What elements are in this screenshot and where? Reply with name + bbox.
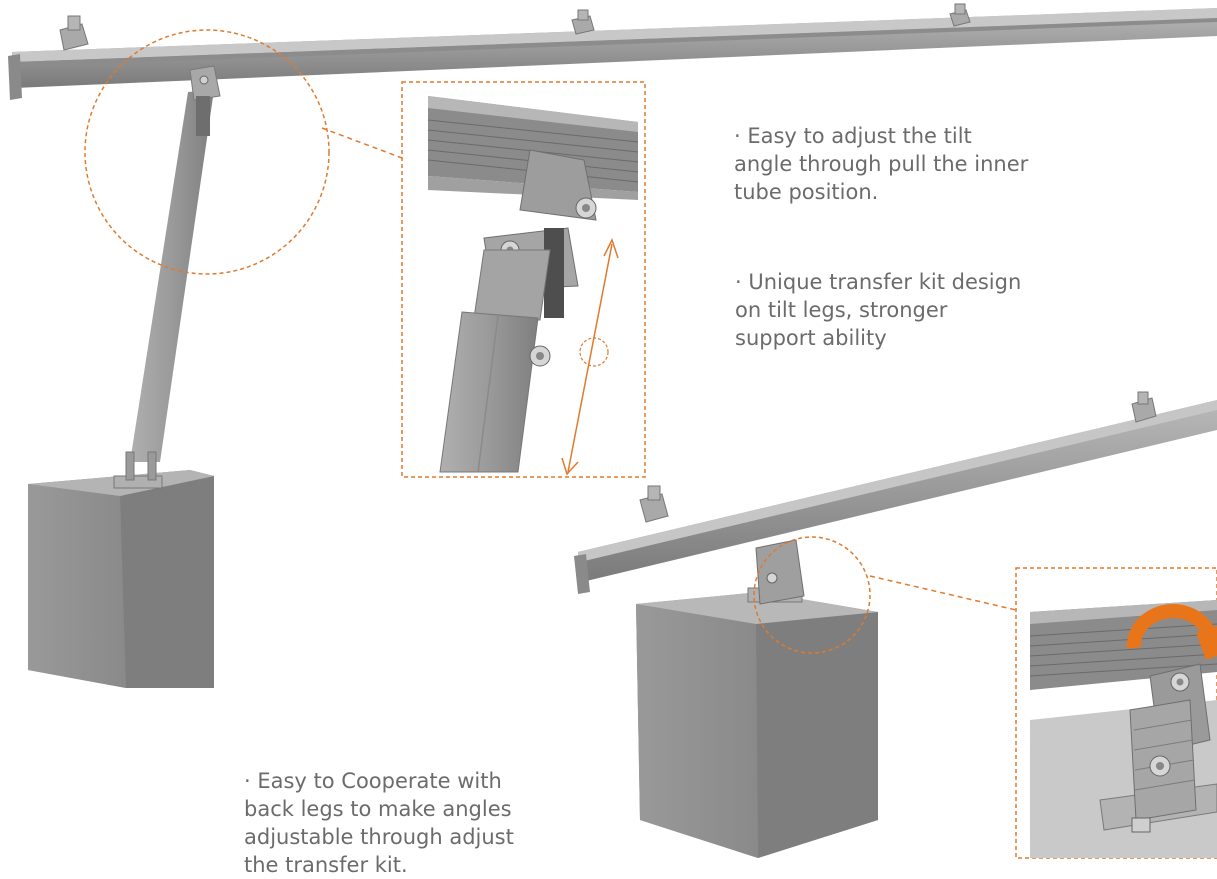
rail-clamp (1131, 391, 1157, 423)
detail-bolt (575, 197, 597, 219)
base-bracket (113, 451, 163, 489)
transfer-kit (747, 539, 805, 605)
top-rail (8, 8, 1217, 100)
highlight-circle (753, 536, 871, 654)
detail-bolt (529, 345, 551, 367)
small-highlight-circle (579, 337, 609, 367)
detail-bolt (1131, 817, 1151, 833)
detail-inner-tube (473, 249, 551, 321)
highlight-circle (84, 29, 330, 275)
rail-clamp (949, 3, 971, 27)
detail-bolt (1149, 755, 1171, 777)
rail-clamp (59, 15, 89, 51)
tilt-leg (130, 65, 221, 462)
concrete-block (636, 592, 878, 858)
rail-clamp (571, 9, 595, 35)
adjust-arrow (561, 238, 619, 476)
callout-line (321, 127, 403, 159)
feature-cooperate: · Easy to Cooperate with back legs to ma… (244, 769, 514, 877)
callout-line (869, 575, 1017, 611)
detail-outer-tube (439, 311, 539, 473)
rail-clamp (639, 485, 669, 523)
feature-transfer-kit: · Unique transfer kit design on tilt leg… (735, 270, 1022, 350)
feature-tilt-adjust: · Easy to adjust the tilt angle through … (734, 124, 1029, 204)
concrete-block (28, 470, 214, 688)
detail-bolt (1170, 672, 1190, 692)
rotate-arrow-head (1196, 626, 1217, 660)
lower-rail (574, 400, 1217, 594)
